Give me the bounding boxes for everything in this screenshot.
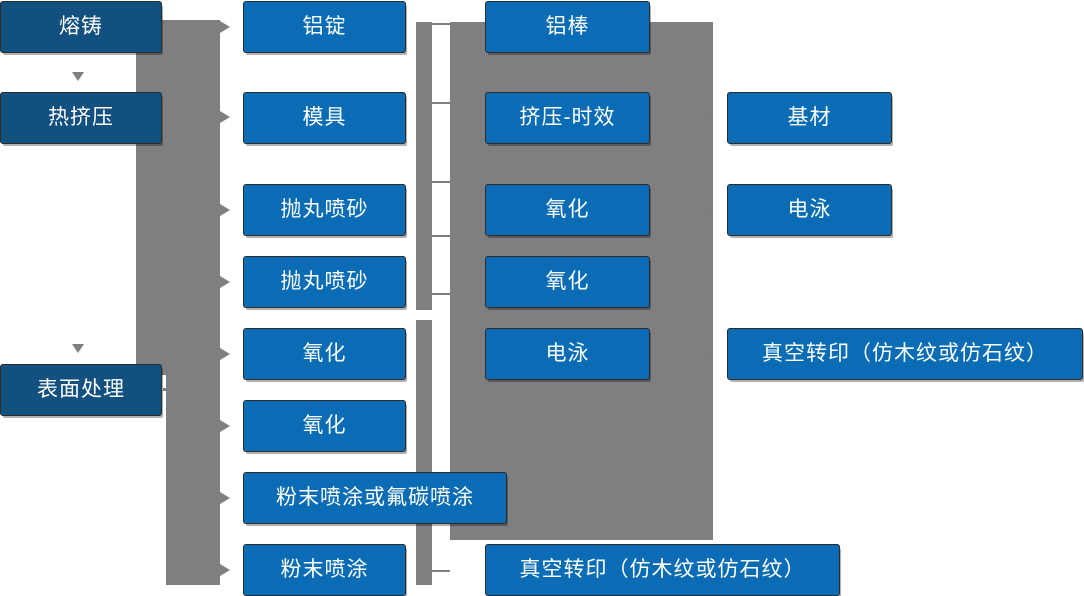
arrow-right-icon [220, 204, 230, 216]
process-label: 氧化 [302, 342, 347, 366]
arrow-down-icon [72, 72, 84, 81]
stage-label: 热挤压 [48, 106, 114, 130]
process-label: 粉末喷涂或氟碳喷涂 [276, 486, 474, 510]
output-box-base-material[interactable]: 基材 [727, 92, 892, 144]
operation-box-oxidation-1[interactable]: 氧化 [485, 184, 650, 236]
operation-box-vacuum-transfer-printing[interactable]: 真空转印（仿木纹或仿石纹） [485, 544, 840, 596]
process-label: 粉末喷涂 [280, 558, 369, 582]
connector-surface-join [163, 388, 169, 391]
arrow-right-icon [702, 204, 712, 216]
process-label: 抛丸喷砂 [280, 198, 369, 222]
process-box-oxidation-2[interactable]: 氧化 [243, 400, 406, 452]
arrow-down-icon [72, 344, 84, 353]
operation-box-oxidation-2[interactable]: 氧化 [485, 256, 650, 308]
process-label: 模具 [302, 106, 347, 130]
arrow-right-icon [702, 347, 712, 359]
connector-tie [432, 181, 450, 183]
process-label: 氧化 [302, 414, 347, 438]
arrow-right-icon [220, 564, 230, 576]
connector-left-stem-lower [166, 363, 220, 585]
connector-tie [432, 23, 450, 25]
connector-tie [432, 570, 450, 572]
process-label: 抛丸喷砂 [280, 270, 369, 294]
process-box-oxidation-1[interactable]: 氧化 [243, 328, 406, 380]
stage-box-melting[interactable]: 熔铸 [0, 1, 162, 53]
operation-label: 挤压-时效 [519, 106, 616, 130]
process-box-shot-blasting-2[interactable]: 抛丸喷砂 [243, 256, 406, 308]
arrow-right-icon [220, 348, 230, 360]
arrow-right-icon [220, 276, 230, 288]
stage-label: 熔铸 [59, 15, 103, 39]
connector-tie [432, 293, 450, 295]
operation-label: 电泳 [545, 342, 590, 366]
arrow-right-icon [220, 111, 230, 123]
process-box-mould[interactable]: 模具 [243, 92, 406, 144]
operation-label: 氧化 [545, 270, 590, 294]
output-box-electrophoresis[interactable]: 电泳 [727, 184, 892, 236]
arrow-right-icon [702, 112, 712, 124]
process-box-powder-or-fluorocarbon-coating[interactable]: 粉末喷涂或氟碳喷涂 [243, 472, 507, 524]
process-box-powder-coating[interactable]: 粉末喷涂 [243, 544, 406, 596]
output-label: 电泳 [787, 198, 832, 222]
connector-tie [432, 102, 450, 104]
connector-left-stem [136, 20, 220, 375]
process-label: 铝锭 [302, 15, 347, 39]
operation-label: 氧化 [545, 198, 590, 222]
process-box-shot-blasting-1[interactable]: 抛丸喷砂 [243, 184, 406, 236]
stage-box-hot-extrusion[interactable]: 热挤压 [0, 92, 162, 144]
arrow-right-icon [220, 21, 230, 33]
connector-middle-bar-upper [416, 22, 432, 310]
operation-label: 铝棒 [545, 15, 590, 39]
arrow-right-icon [220, 420, 230, 432]
operation-label: 真空转印（仿木纹或仿石纹） [519, 558, 806, 582]
operation-box-aluminum-bar[interactable]: 铝棒 [485, 1, 650, 53]
output-label: 基材 [787, 106, 832, 130]
arrow-right-icon [220, 492, 230, 504]
connector-tie [432, 235, 450, 237]
stage-label: 表面处理 [37, 378, 125, 402]
output-label: 真空转印（仿木纹或仿石纹） [762, 342, 1048, 366]
operation-box-electrophoresis[interactable]: 电泳 [485, 328, 650, 380]
process-box-aluminum-ingot[interactable]: 铝锭 [243, 1, 406, 53]
stage-box-surface-treatment[interactable]: 表面处理 [0, 364, 162, 416]
operation-box-extrusion-aging[interactable]: 挤压-时效 [485, 92, 650, 144]
connector-middle-bar-lower [416, 320, 432, 585]
output-box-vacuum-transfer-printing[interactable]: 真空转印（仿木纹或仿石纹） [727, 328, 1083, 380]
